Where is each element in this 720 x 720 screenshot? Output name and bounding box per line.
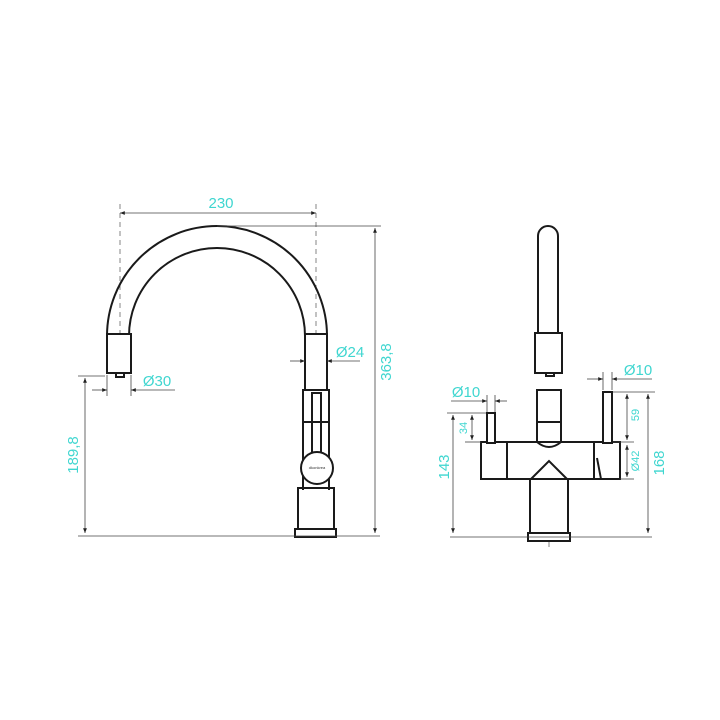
right-handle-height-label: 59 xyxy=(630,409,642,421)
aerator-diameter-label: Ø30 xyxy=(143,373,171,390)
front-view: Ø10 143 34 Ø10 59 Ø42 168 xyxy=(436,225,668,550)
body-diameter-label: Ø42 xyxy=(630,451,642,472)
side-view: 230 dkonkrea Ø24 Ø30 189,8 363,8 xyxy=(65,195,395,538)
left-handle-top-height-label: 143 xyxy=(436,454,453,479)
base-plate xyxy=(294,528,337,538)
spout-tube xyxy=(537,225,559,334)
mixer-lower-body xyxy=(297,487,335,530)
left-handle-height-label: 34 xyxy=(458,422,470,434)
total-height-label: 363,8 xyxy=(378,343,395,381)
mixer-stem xyxy=(529,478,569,534)
right-handle-diameter-label: Ø10 xyxy=(624,362,652,379)
spout-outer-arc xyxy=(106,225,328,337)
right-handle xyxy=(602,391,613,444)
lever-knob xyxy=(300,451,334,485)
brand-logo: dkonkrea xyxy=(309,465,326,470)
aerator-tip xyxy=(115,372,125,378)
right-handle-top-height-label: 168 xyxy=(651,450,668,475)
left-handle-diameter-label: Ø10 xyxy=(452,384,480,401)
spout-tube-diameter-label: Ø24 xyxy=(336,344,364,361)
spout-tube-lower xyxy=(304,333,328,391)
left-handle xyxy=(486,412,496,444)
spout-reach-label: 230 xyxy=(208,195,233,212)
spout-inner-arc xyxy=(128,247,306,337)
spout-column xyxy=(536,389,562,446)
aerator-nozzle xyxy=(106,333,132,374)
spout-sleeve xyxy=(534,332,563,374)
outlet-height-label: 189,8 xyxy=(65,436,82,474)
